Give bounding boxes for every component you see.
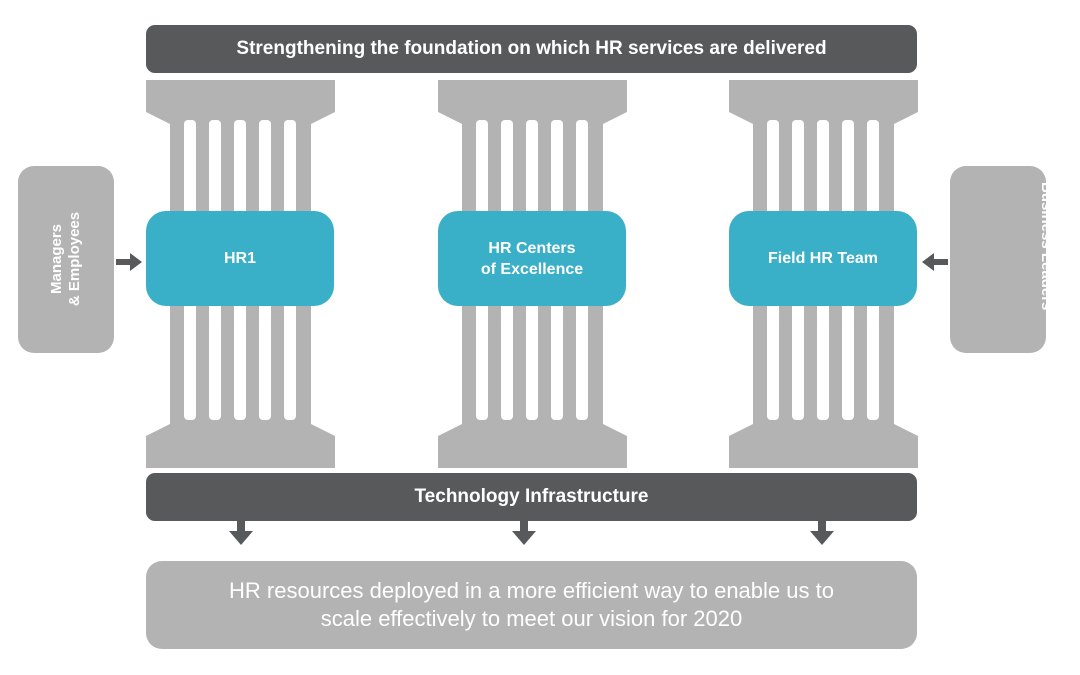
arrow-down-icon (512, 521, 536, 545)
pillar-field-hr-team: Field HR Team (729, 80, 919, 468)
business-leaders-box: Business Leaders (950, 166, 1055, 353)
arrow-down-icon (229, 521, 253, 545)
field-hr-team-box: Field HR Team (729, 211, 917, 306)
pillar-hr1: HR1 (146, 80, 336, 468)
pillar-hr-centers-of-excellence: HR Centers of Excellence (438, 80, 628, 468)
managers-label: Managers (48, 223, 65, 295)
outcome-box: HR resources deployed in a more efficien… (146, 561, 917, 649)
managers-employees-box: Managers & Employees (18, 166, 114, 353)
hr1-label: HR1 (223, 250, 256, 267)
hr-coe-label-line1: HR Centers (488, 239, 576, 257)
outcome-line1: HR resources deployed in a more efficien… (229, 578, 834, 603)
hr-coe-box: HR Centers of Excellence (438, 211, 626, 306)
arrow-left-icon (922, 253, 948, 271)
hr-coe-label-line2: of Excellence (480, 260, 584, 278)
outcome-line2: scale effectively to meet our vision for… (320, 606, 743, 631)
hr1-box: HR1 (146, 211, 334, 306)
employees-label: & Employees (66, 211, 83, 307)
managers-employees-label: Managers & Employees (48, 212, 84, 306)
technology-infrastructure-text: Technology Infrastructure (414, 486, 649, 507)
technology-infrastructure-banner: Technology Infrastructure (146, 473, 917, 521)
arrow-down-icon (810, 521, 834, 545)
top-banner: Strengthening the foundation on which HR… (146, 25, 917, 73)
arrow-right-icon (116, 253, 142, 271)
top-banner-text: Strengthening the foundation on which HR… (236, 38, 827, 59)
business-leaders-label: Business Leaders (1038, 182, 1055, 311)
field-hr-team-label: Field HR Team (768, 250, 878, 267)
